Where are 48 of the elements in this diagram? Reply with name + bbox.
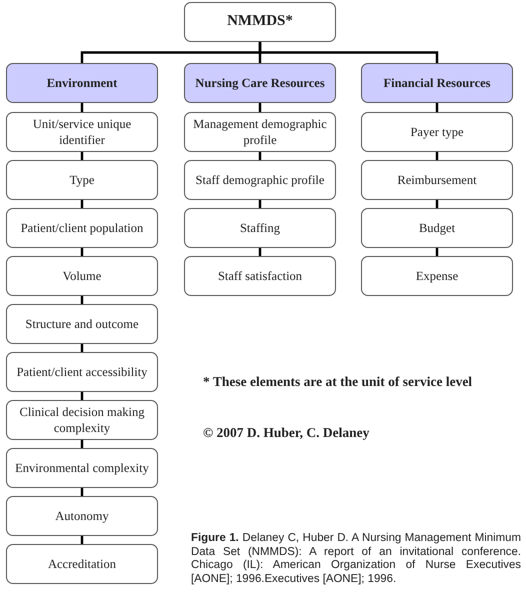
element-box	[184, 256, 336, 296]
box-label: Staff demographic profile	[196, 172, 324, 188]
box-label: Unit/service unique identifier	[32, 116, 132, 148]
box-label: Accreditation	[48, 556, 116, 572]
category-box	[361, 63, 513, 103]
box-label: Autonomy	[55, 508, 109, 524]
element-box	[6, 160, 158, 200]
element-box	[184, 208, 336, 248]
box-label: Clinical decision making complexity	[18, 404, 146, 436]
element-box	[184, 160, 336, 200]
figure-caption: Figure 1. Delaney C, Huber D. A Nursing Management Minimum Data Set (NMMDS): A report of an invitational conference. Chicago (IL): American Organization of Nurse Executives [AONE]; 1996.Executives [AONE]; 1996.	[191, 532, 521, 587]
connector-line	[258, 42, 438, 63]
box-label: Expense	[416, 268, 458, 284]
category-box	[184, 63, 336, 103]
element-box	[6, 448, 158, 488]
root-box	[184, 2, 336, 42]
box-label: Environmental complexity	[15, 460, 149, 476]
element-box	[6, 208, 158, 248]
box-label: Management demographic profile	[192, 116, 328, 148]
category-box	[6, 63, 158, 103]
element-box	[6, 256, 158, 296]
box-label: Structure and outcome	[25, 316, 139, 332]
element-box	[6, 544, 158, 584]
element-box	[361, 160, 513, 200]
element-box	[184, 112, 336, 152]
box-label: Financial Resources	[383, 74, 491, 92]
footnote: * These elements are at the unit of service level	[203, 374, 472, 390]
box-label: NMMDS*	[227, 12, 293, 32]
box-label: Reimbursement	[397, 172, 477, 188]
element-box	[6, 400, 158, 440]
copyright-note: © 2007 D. Huber, C. Delaney	[203, 425, 370, 441]
element-box	[6, 352, 158, 392]
box-label: Type	[70, 172, 94, 188]
box-label: Patient/client accessibility	[16, 364, 148, 380]
element-box	[6, 112, 158, 152]
box-label: Staffing	[240, 220, 280, 236]
box-label: Patient/client population	[20, 220, 144, 236]
element-box	[6, 304, 158, 344]
box-label: Budget	[418, 220, 456, 236]
element-box	[6, 496, 158, 536]
box-label: Payer type	[410, 124, 464, 140]
element-box	[361, 208, 513, 248]
element-box	[361, 256, 513, 296]
box-label: Environment	[46, 74, 118, 92]
box-label: Staff satisfaction	[218, 268, 302, 284]
box-label: Nursing Care Resources	[195, 74, 325, 92]
box-label: Volume	[62, 268, 102, 284]
element-box	[361, 112, 513, 152]
